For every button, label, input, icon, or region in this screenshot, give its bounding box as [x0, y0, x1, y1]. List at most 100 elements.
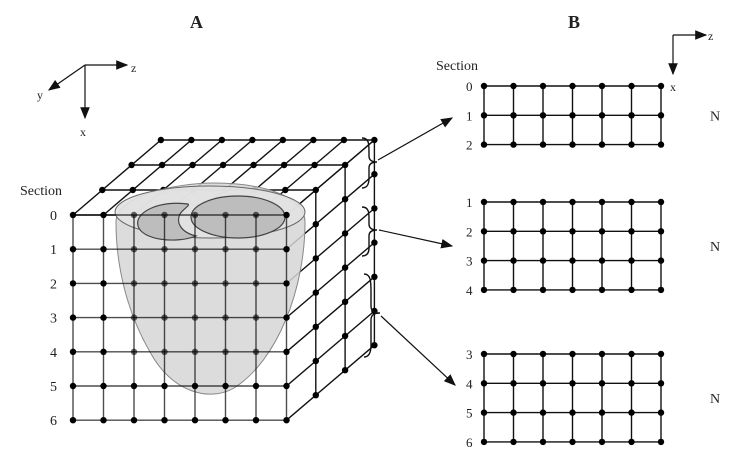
grid-node	[341, 264, 349, 271]
grid-node	[252, 348, 260, 355]
grid-node	[628, 112, 635, 119]
grid-node	[539, 228, 547, 235]
grid-node	[130, 211, 138, 219]
cube-side-depth-line	[286, 242, 375, 319]
grid-node	[161, 382, 168, 390]
grid-node	[480, 228, 488, 235]
grid-node	[312, 255, 319, 262]
grid-node	[69, 314, 77, 321]
grid-node	[510, 141, 517, 148]
grid-node	[191, 382, 199, 390]
grid-node	[312, 221, 319, 228]
grid-node	[628, 228, 635, 235]
grid-node	[312, 186, 319, 194]
grid-node	[157, 136, 165, 144]
grid-node	[598, 380, 606, 387]
brace-sections-3-6	[363, 273, 381, 358]
grid-node	[480, 350, 488, 358]
brace-sections-0-2	[361, 137, 378, 189]
grid-node	[480, 112, 488, 119]
grid-node	[222, 417, 229, 424]
grid-node	[282, 186, 289, 194]
grid-node	[283, 246, 290, 253]
grid-node	[598, 409, 606, 416]
grid-node	[252, 382, 260, 390]
grid-node	[598, 141, 606, 148]
panel-a-section-label: 6	[50, 414, 57, 429]
panel-a-section-label: 0	[50, 209, 57, 224]
grid-node	[628, 82, 635, 90]
grid-node	[539, 409, 547, 416]
grid-node	[569, 380, 576, 387]
grid-node	[657, 409, 665, 416]
grid-node	[161, 314, 168, 321]
grid-node	[371, 342, 378, 349]
grid-node	[312, 392, 319, 399]
grid-node	[218, 136, 226, 144]
grid-node	[69, 348, 77, 355]
grid-node	[569, 82, 576, 90]
grid-node	[510, 82, 517, 90]
panel-b-z-axis-label: z	[708, 29, 713, 43]
panel-b-row-label: 0	[466, 79, 473, 94]
grid-node	[69, 280, 77, 287]
grid-node	[510, 257, 517, 264]
panel-a-section-label: 1	[50, 243, 57, 258]
grid-node	[628, 438, 635, 446]
grid-node	[539, 112, 547, 119]
grid-node	[510, 438, 517, 446]
grid-node	[371, 171, 378, 178]
grid-node	[598, 286, 606, 294]
grid-node	[628, 409, 635, 416]
grid-node	[569, 198, 576, 206]
grid-node	[569, 409, 576, 416]
panel-b-row-label: 4	[466, 376, 473, 391]
panel-b-row-label: 1	[466, 195, 473, 210]
grid-node	[628, 198, 635, 206]
grid-node	[249, 136, 256, 144]
grid-node	[158, 161, 166, 169]
grid-node	[100, 314, 107, 321]
grid-node	[657, 228, 665, 235]
grid-node	[250, 161, 257, 169]
grid-node	[252, 211, 260, 219]
grid-node	[628, 350, 635, 358]
grid-node	[222, 348, 229, 355]
grid-node	[569, 228, 576, 235]
grid-node	[341, 161, 349, 169]
arrow-to-group-1	[377, 117, 454, 161]
grid-node	[480, 198, 488, 206]
grid-node	[69, 417, 77, 424]
grid-node	[598, 257, 606, 264]
group-n-label: N	[710, 109, 720, 124]
grid-node	[130, 382, 138, 390]
grid-node	[283, 314, 290, 321]
grid-node	[252, 246, 260, 253]
heart-shape	[114, 182, 306, 395]
grid-node	[340, 136, 348, 144]
y-axis-label: y	[37, 88, 43, 102]
grid-node	[628, 141, 635, 148]
grid-node	[161, 348, 168, 355]
grid-node	[311, 161, 318, 169]
grid-node	[341, 230, 349, 237]
grid-node	[188, 136, 195, 144]
grid-node	[657, 82, 665, 90]
left-ventricle-cavity	[190, 195, 286, 239]
panel-a-section-label: 4	[50, 346, 57, 361]
brace-sections-1-4	[361, 206, 378, 257]
grid-node	[189, 161, 196, 169]
grid-node	[657, 380, 665, 387]
section-arrows	[377, 117, 456, 386]
grid-node	[480, 286, 488, 294]
grid-node	[598, 438, 606, 446]
grid-node	[100, 417, 107, 424]
grid-node	[161, 246, 168, 253]
grid-node	[657, 112, 665, 119]
grid-node	[222, 382, 229, 390]
grid-node	[130, 246, 138, 253]
grid-node	[283, 280, 290, 287]
grid-node	[341, 367, 349, 374]
grid-node	[657, 198, 665, 206]
